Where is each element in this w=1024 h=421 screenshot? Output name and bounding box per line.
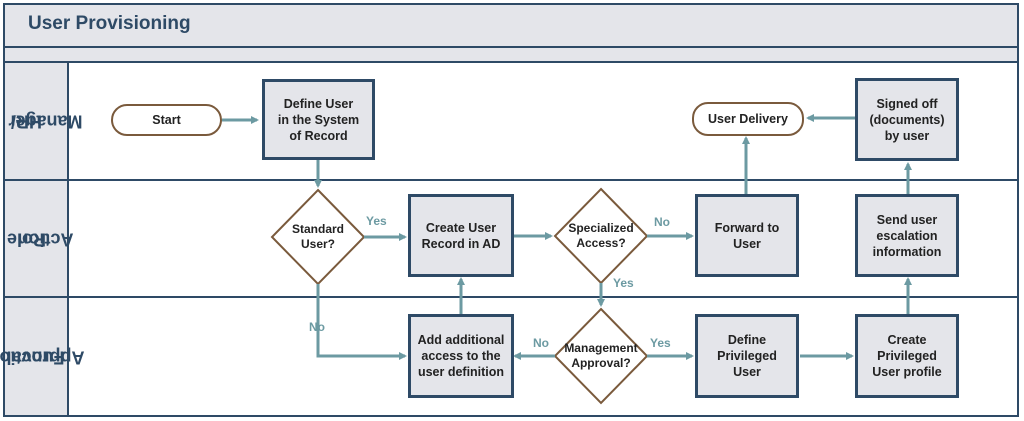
arrow-standard-no <box>316 284 407 360</box>
lane-header-column <box>3 61 69 417</box>
label-standard-yes: Yes <box>366 214 387 228</box>
page-title: User Provisioning <box>28 13 191 34</box>
signed-off-box: Signed off(documents)by user <box>855 78 959 161</box>
user-delivery-terminal: User Delivery <box>692 102 804 136</box>
start-terminal: Start <box>111 104 222 136</box>
decision-management-approval <box>553 307 649 405</box>
label-management-no: No <box>533 336 549 350</box>
lane-label-function-approval: FunctionApproval <box>0 347 85 367</box>
label-specialized-yes: Yes <box>613 276 634 290</box>
lane-label-hr-manager: HR/Manager <box>8 111 83 132</box>
label-management-yes: Yes <box>650 336 671 350</box>
label-standard-no: No <box>309 320 325 334</box>
subheader-bar <box>3 46 1019 63</box>
label-specialized-no: No <box>654 215 670 229</box>
title-bar <box>3 3 1019 48</box>
